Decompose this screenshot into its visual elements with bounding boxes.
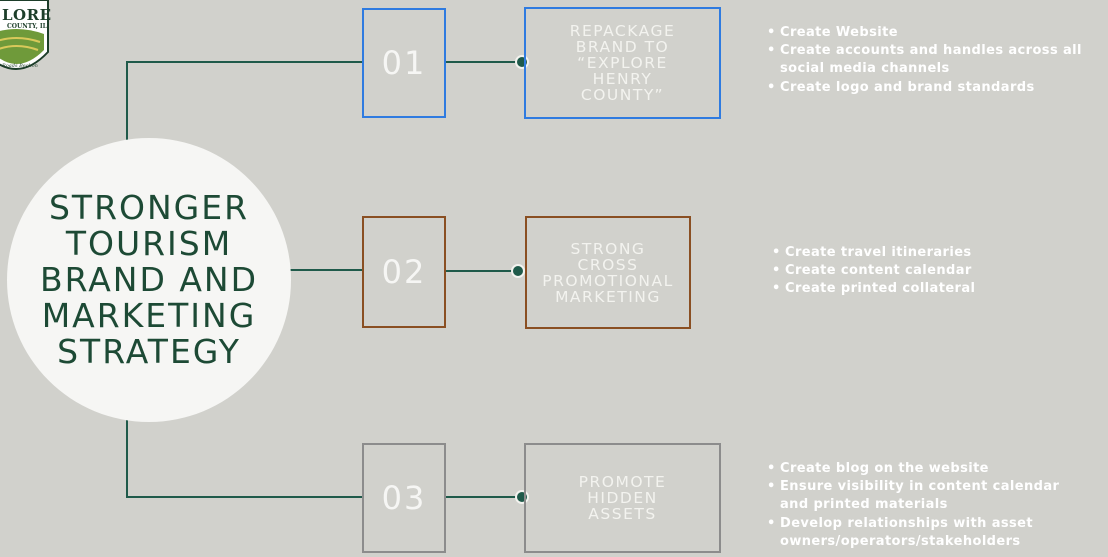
step-label: STRONG CROSS PROMOTIONAL MARKETING	[542, 241, 673, 305]
step-label-line: PROMOTE	[578, 473, 667, 491]
connector-trunk-bottom	[126, 420, 362, 498]
step-label-line: HIDDEN	[587, 489, 658, 507]
logo-title: LORE	[2, 6, 52, 24]
bullet-item: Ensure visibility in content calendar an…	[765, 478, 1065, 514]
step-label-line: CROSS	[577, 255, 639, 274]
step-bullets-03: Create blog on the website Ensure visibi…	[765, 460, 1065, 551]
central-title-line: BRAND AND	[39, 260, 259, 299]
step-number-box-01: 01	[362, 8, 446, 118]
central-title-line: STRONGER	[48, 188, 250, 227]
step-bullets-01: Create Website Create accounts and handl…	[765, 24, 1105, 97]
step-label: PROMOTE HIDDEN ASSETS	[579, 474, 667, 522]
step-label-line: COUNTY”	[580, 86, 665, 104]
central-circle: STRONGER TOURISM BRAND AND MARKETING STR…	[7, 138, 291, 422]
logo-subtitle: COUNTY, IL	[7, 23, 47, 30]
step-label-line: MARKETING	[555, 287, 661, 306]
connector-trunk-top	[126, 61, 362, 140]
central-title-line: MARKETING	[41, 296, 257, 335]
step-label-box-03: PROMOTE HIDDEN ASSETS	[524, 443, 721, 553]
step-label-line: REPACKAGE	[569, 22, 676, 40]
step-number: 03	[381, 479, 427, 517]
bullet-item: Develop relationships with asset owners/…	[765, 515, 1065, 551]
bullet-item: Create printed collateral	[770, 280, 1090, 298]
step-label-line: PROMOTIONAL	[542, 271, 674, 290]
step-label-line: STRONG	[570, 239, 646, 258]
logo-tagline: Roads Beckon	[2, 63, 38, 69]
step-label-box-02: STRONG CROSS PROMOTIONAL MARKETING	[525, 216, 691, 329]
step-label: REPACKAGE BRAND TO “EXPLORE HENRY COUNTY…	[570, 23, 676, 103]
bullet-item: Create Website	[765, 24, 1105, 42]
bullet-item: Create content calendar	[770, 262, 1090, 280]
bullet-item: Create accounts and handles across all s…	[765, 42, 1105, 78]
step-number-box-03: 03	[362, 443, 446, 553]
step-number-box-02: 02	[362, 216, 446, 328]
bullet-item: Create logo and brand standards	[765, 79, 1105, 97]
step-number: 02	[381, 253, 427, 291]
explore-henry-county-logo: LORE COUNTY, IL Roads Beckon	[0, 0, 52, 84]
central-title-line: STRATEGY	[57, 332, 241, 371]
step-label-line: ASSETS	[588, 505, 657, 523]
central-title-line: TOURISM	[65, 224, 233, 263]
step-label-box-01: REPACKAGE BRAND TO “EXPLORE HENRY COUNTY…	[524, 7, 721, 119]
step-bullets-02: Create travel itineraries Create content…	[770, 244, 1090, 299]
bullet-item: Create travel itineraries	[770, 244, 1090, 262]
connector-dot-02	[511, 264, 525, 278]
central-title: STRONGER TOURISM BRAND AND MARKETING STR…	[19, 190, 279, 370]
step-label-line: BRAND TO	[575, 38, 670, 56]
bullet-item: Create blog on the website	[765, 460, 1065, 478]
logo-badge-icon	[0, 0, 49, 70]
step-number: 01	[381, 44, 427, 82]
step-label-line: HENRY	[592, 70, 653, 88]
step-label-line: “EXPLORE	[577, 54, 668, 72]
